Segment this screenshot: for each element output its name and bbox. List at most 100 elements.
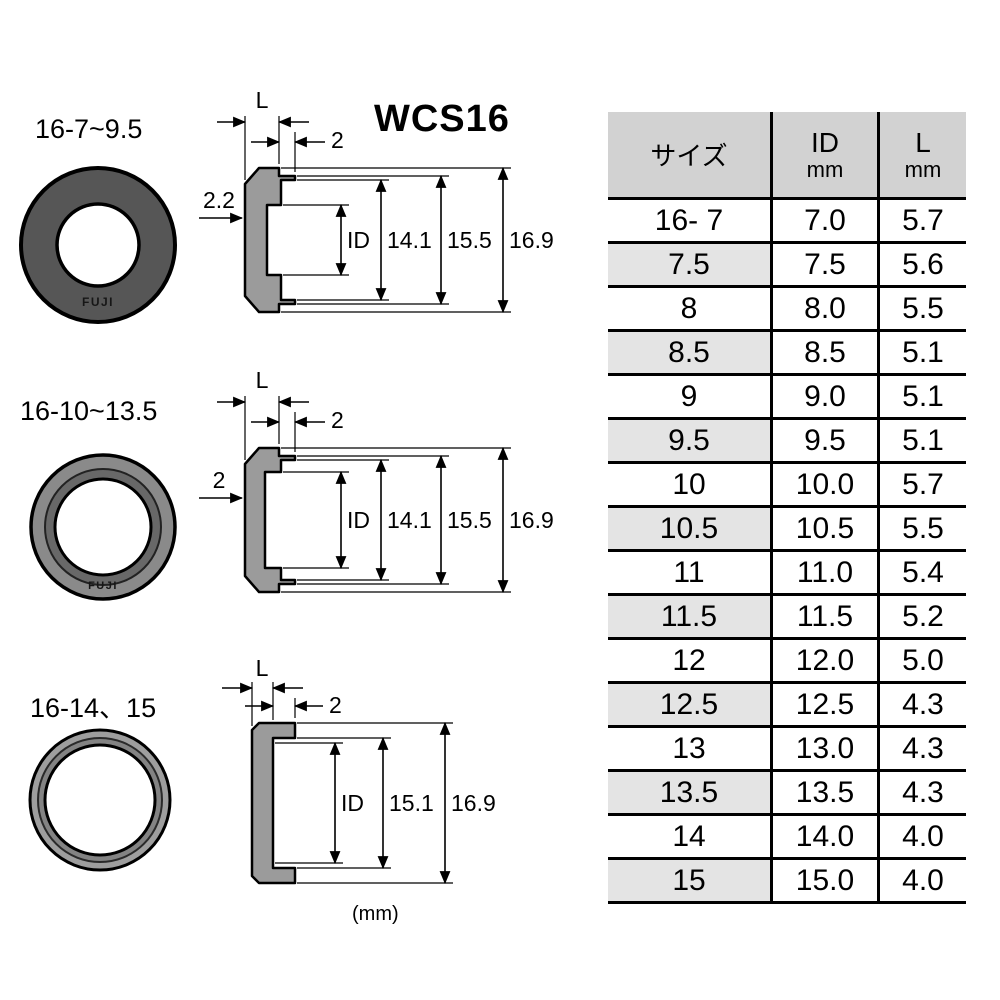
product-label-3: 16-14、15 (30, 693, 157, 723)
size-cell: 11 (608, 550, 772, 596)
l-cell: 5.5 (877, 506, 966, 552)
ring-hole (55, 202, 141, 288)
product-ring-image-3 (28, 728, 172, 872)
l-cell: 5.4 (877, 550, 966, 596)
l-cell: 4.3 (877, 770, 966, 816)
ring-hole (53, 477, 153, 577)
product-ring-image-1: FUJI (19, 166, 177, 324)
l-cell: 4.3 (877, 682, 966, 728)
side-dimension-label: 2 (213, 467, 226, 493)
l-cell: 4.3 (877, 726, 966, 772)
id-cell: 9.0 (770, 374, 879, 420)
outer-dimension-label: 16.9 (509, 227, 554, 253)
id-cell: 13.0 (770, 726, 879, 772)
table-row: 11.5 11.5 5.2 (608, 594, 966, 640)
id-cell: 11.0 (770, 550, 879, 596)
size-cell: 15 (608, 858, 772, 904)
fuji-logo-text: FUJI (88, 580, 118, 592)
table-header-row: サイズ ID mm L mm (608, 112, 966, 200)
size-cell: 8 (608, 286, 772, 332)
length-dimension-label: L (256, 367, 269, 393)
id-cell: 14.0 (770, 814, 879, 860)
bore-dimension-label: ID (347, 507, 370, 533)
size-cell: 12.5 (608, 682, 772, 728)
table-row: 8.5 8.5 5.1 (608, 330, 966, 376)
id-cell: 15.0 (770, 858, 879, 904)
length-dimension-label: L (256, 87, 269, 113)
size-cell: 13 (608, 726, 772, 772)
table-row: 9.5 9.5 5.1 (608, 418, 966, 464)
mid-dimension-label: 15.5 (447, 227, 492, 253)
size-cell: 14 (608, 814, 772, 860)
recess-dimension-label: 14.1 (387, 507, 432, 533)
winding-check-profile (243, 166, 297, 314)
table-row: 8 8.0 5.5 (608, 286, 966, 332)
lip-dimension-label: 2 (329, 692, 342, 718)
spec-table-container: サイズ ID mm L mm 16- 7 7.0 5.7 (608, 112, 966, 904)
table-row: 10.5 10.5 5.5 (608, 506, 966, 552)
unit-note: (mm) (352, 903, 399, 925)
id-cell: 8.0 (770, 286, 879, 332)
table-row: 14 14.0 4.0 (608, 814, 966, 860)
table-row: 9 9.0 5.1 (608, 374, 966, 420)
l-cell: 5.2 (877, 594, 966, 640)
id-cell: 10.0 (770, 462, 879, 508)
bore-dimension-label: ID (347, 227, 370, 253)
size-cell: 13.5 (608, 770, 772, 816)
l-cell: 5.1 (877, 418, 966, 464)
table-row: 12 12.0 5.0 (608, 638, 966, 684)
size-cell: 10 (608, 462, 772, 508)
l-cell: 5.0 (877, 638, 966, 684)
id-cell: 11.5 (770, 594, 879, 640)
recess-dimension-label: 14.1 (387, 227, 432, 253)
table-row: 11 11.0 5.4 (608, 550, 966, 596)
technical-drawing-3: L 2 ID 15.1 16.9 (222, 655, 496, 885)
size-cell: 10.5 (608, 506, 772, 552)
page-title: WCS16 (374, 98, 510, 140)
id-cell: 8.5 (770, 330, 879, 376)
l-cell: 5.7 (877, 198, 966, 244)
l-cell: 5.1 (877, 330, 966, 376)
technical-drawing-1: L 2 2.2 ID 14.1 15.5 16.9 (199, 87, 554, 314)
length-dimension-label: L (256, 655, 269, 681)
l-cell: 4.0 (877, 858, 966, 904)
id-column-header: ID mm (770, 112, 879, 200)
size-cell: 8.5 (608, 330, 772, 376)
outer-dimension-label: 16.9 (509, 507, 554, 533)
technical-drawing-2: L 2 2 ID 14.1 15.5 16.9 (199, 367, 554, 594)
id-cell: 9.5 (770, 418, 879, 464)
product-label-1: 16-7~9.5 (35, 114, 143, 144)
table-row: 15 15.0 4.0 (608, 858, 966, 904)
id-cell: 7.0 (770, 198, 879, 244)
l-column-header: L mm (877, 112, 966, 200)
table-row: 16- 7 7.0 5.7 (608, 198, 966, 244)
winding-check-profile (243, 446, 297, 594)
table-row: 13 13.0 4.3 (608, 726, 966, 772)
mid-dimension-label: 15.5 (447, 507, 492, 533)
id-cell: 10.5 (770, 506, 879, 552)
ring-hole (43, 743, 157, 857)
product-label-2: 16-10~13.5 (20, 396, 158, 426)
size-cell: 12 (608, 638, 772, 684)
side-dimension-label: 2.2 (203, 187, 235, 213)
l-cell: 4.0 (877, 814, 966, 860)
table-row: 12.5 12.5 4.3 (608, 682, 966, 728)
product-ring-image-2: FUJI (29, 453, 177, 601)
size-column-header: サイズ (608, 112, 772, 200)
fuji-logo-text: FUJI (82, 295, 114, 309)
table-row: 13.5 13.5 4.3 (608, 770, 966, 816)
id-cell: 12.0 (770, 638, 879, 684)
id-cell: 12.5 (770, 682, 879, 728)
id-cell: 7.5 (770, 242, 879, 288)
winding-check-profile (250, 721, 297, 885)
id-cell: 13.5 (770, 770, 879, 816)
size-cell: 7.5 (608, 242, 772, 288)
bore-dimension-label: ID (341, 790, 364, 816)
lip-dimension-label: 2 (331, 407, 344, 433)
mid-dimension-label: 15.1 (389, 790, 434, 816)
size-cell: 11.5 (608, 594, 772, 640)
outer-dimension-label: 16.9 (451, 790, 496, 816)
spec-table: サイズ ID mm L mm 16- 7 7.0 5.7 (608, 112, 966, 904)
size-cell: 16- 7 (608, 198, 772, 244)
